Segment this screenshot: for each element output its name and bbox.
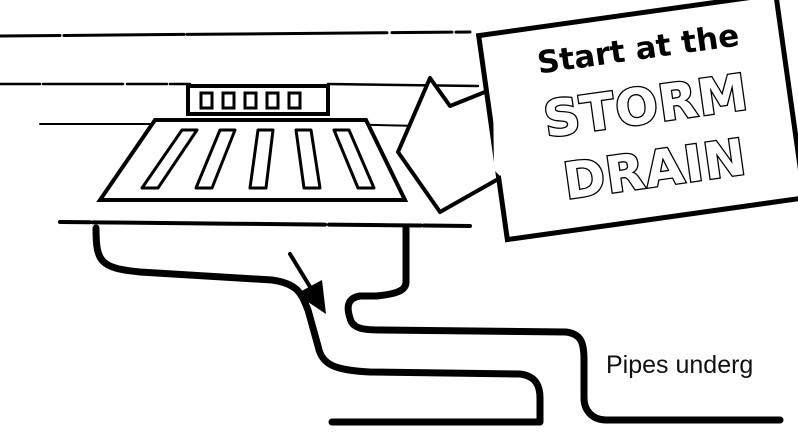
flow-arrow-shaft: [288, 252, 314, 292]
inlet-slot: [287, 91, 302, 110]
grate-bar: [332, 128, 376, 190]
flow-arrow-head: [296, 280, 326, 314]
curb-inlet-slots: [199, 91, 302, 110]
grate-bars: [140, 128, 376, 190]
callout-box: [475, 0, 798, 243]
callout: Start at the STORM DRAIN: [396, 0, 798, 243]
street-lines: [0, 30, 480, 228]
flow-arrow: [288, 252, 326, 314]
inlet-slot: [265, 91, 280, 110]
grate-bar: [248, 128, 275, 190]
grate-bar: [294, 128, 322, 190]
inlet-slot: [243, 91, 258, 110]
pipe-inner-wall: [344, 224, 784, 424]
pipes-label: Pipes underg: [606, 351, 753, 379]
grate-bar: [194, 128, 237, 190]
inlet-slot: [199, 91, 214, 110]
street-line: [0, 30, 472, 38]
callout-seam-cover: [493, 92, 520, 176]
underground-pipe: [92, 224, 784, 426]
street-line: [326, 82, 480, 88]
street-line: [58, 220, 472, 228]
grate-bar: [140, 128, 199, 190]
pipe-outer-wall: [92, 224, 544, 426]
inlet-slot: [221, 91, 236, 110]
storm-drain: [96, 84, 409, 202]
